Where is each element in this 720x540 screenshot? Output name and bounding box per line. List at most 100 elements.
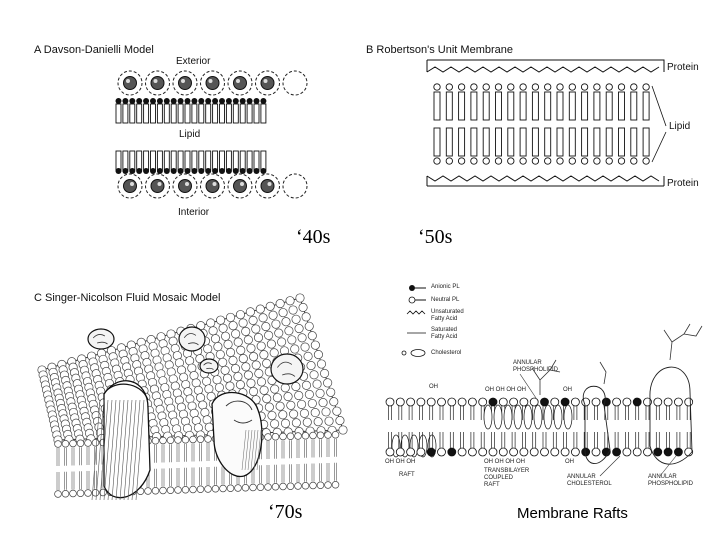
oh-bottom-right: OH <box>565 459 574 465</box>
panel-b-lipid-label: Lipid <box>669 121 691 132</box>
upper-lipid-head-20 <box>253 98 260 104</box>
era-label-70s: ‘70s <box>268 501 303 523</box>
upper-head-23 <box>622 397 632 407</box>
upper-head-14 <box>529 397 539 407</box>
lower-lipid-tail-10 <box>184 150 191 171</box>
upper-lipid-12 <box>580 83 589 91</box>
lower-head-1 <box>395 447 405 457</box>
legend-anionic-pl: Anionic PL <box>431 284 460 290</box>
upper-head-25 <box>643 397 652 407</box>
lower-lipid-11 <box>568 127 576 157</box>
upper-head-13 <box>519 397 529 407</box>
interior-protein-0 <box>117 173 143 199</box>
era-label-50s: ‘50s <box>418 226 453 248</box>
lower-lipid-tail-14 <box>212 150 219 171</box>
lower-lipid-tail-0 <box>115 150 122 171</box>
lower-head-20 <box>591 447 601 457</box>
upper-lipid-10 <box>556 83 564 91</box>
upper-head-1 <box>395 397 405 407</box>
legend-neutral-pl: Neutral PL <box>431 297 460 303</box>
lower-head-14 <box>529 447 539 457</box>
upper-head-3 <box>416 397 426 407</box>
upper-head-12 <box>509 397 518 407</box>
upper-lipid-head-2 <box>129 98 136 104</box>
panel-a-interior-label: Interior <box>178 207 210 218</box>
upper-head-11 <box>498 397 508 407</box>
lower-head-25 <box>643 447 652 457</box>
lower-lipid-tail-6 <box>156 150 163 171</box>
raft-label: RAFT <box>399 472 415 478</box>
interior-protein-4 <box>227 173 253 199</box>
lower-lipid-16 <box>630 127 638 157</box>
lower-head-7 <box>457 447 467 457</box>
raft-cholesterol-upper-7 <box>553 404 563 430</box>
upper-lipid-4 <box>482 83 490 91</box>
upper-lipid-head-0 <box>115 98 122 104</box>
lower-head-5 <box>437 447 446 457</box>
upper-lipid-8 <box>531 83 540 91</box>
upper-lipid-11 <box>568 83 576 91</box>
upper-lipid-13 <box>593 83 601 91</box>
upper-head-5 <box>437 397 446 407</box>
raft-protein-1 <box>582 385 611 464</box>
upper-lipid-head-8 <box>170 98 177 104</box>
lower-lipid-tail-13 <box>205 150 212 171</box>
lower-head-10 <box>488 447 498 457</box>
upper-lipid-head-18 <box>239 98 246 104</box>
oh-top-group: OH OH OH OH <box>485 387 527 393</box>
protein-top-layer <box>427 59 665 66</box>
upper-lipid-2 <box>457 83 466 91</box>
raft-cholesterol-upper-2 <box>503 404 513 430</box>
lower-lipid-15 <box>618 127 625 157</box>
upper-head-10 <box>488 397 498 407</box>
lower-lipid-12 <box>581 127 589 157</box>
lower-lipid-tail-19 <box>246 150 253 171</box>
upper-head-29 <box>684 397 694 407</box>
raft-cholesterol-upper-0 <box>483 404 493 430</box>
lower-head-23 <box>622 447 632 457</box>
lower-lipid-tail-3 <box>136 150 143 171</box>
upper-lipid-head-10 <box>184 98 191 104</box>
upper-head-17 <box>560 397 570 407</box>
upper-lipid-head-17 <box>232 98 239 104</box>
upper-lipid-head-4 <box>143 98 150 104</box>
upper-head-24 <box>632 397 642 407</box>
lower-head-22 <box>612 447 621 457</box>
lower-lipid-10 <box>556 127 564 157</box>
glycan-2 <box>663 323 703 361</box>
transmembrane-protein-large <box>103 380 151 499</box>
lower-head-17 <box>560 447 570 457</box>
upper-lipid-17 <box>642 83 650 91</box>
upper-head-0 <box>385 397 395 407</box>
upper-lipid-7 <box>519 83 527 91</box>
lower-lipid-tail-9 <box>177 150 184 171</box>
lipid-pointer-upper <box>651 85 667 127</box>
lower-lipid-tail-5 <box>150 150 156 171</box>
lower-head-29 <box>684 447 694 457</box>
legend-cholesterol: Cholesterol <box>431 350 462 356</box>
raft-cholesterol-upper-4 <box>523 404 533 430</box>
upper-lipid-head-15 <box>219 98 225 104</box>
lower-head-4 <box>426 447 436 457</box>
bilayer-top-surface <box>41 297 344 441</box>
oh-bottom-left: OH OH OH <box>385 459 416 465</box>
upper-head-26 <box>653 397 663 407</box>
upper-lipid-head-7 <box>163 98 170 104</box>
protein-small-1 <box>87 328 115 350</box>
upper-head-16 <box>550 397 560 407</box>
annular-phospholipid-bottom-label: ANNULAR PHOSPHOLIPID <box>648 474 694 487</box>
raft-cholesterol-lower-2 <box>409 434 419 458</box>
upper-lipid-1 <box>445 83 453 91</box>
lower-lipid-tail-1 <box>122 150 129 171</box>
raft-cholesterol-lower-3 <box>418 434 428 458</box>
lower-lipid-tail-17 <box>232 150 239 171</box>
upper-head-22 <box>612 397 621 407</box>
lower-head-18 <box>571 447 580 457</box>
lower-lipid-tail-12 <box>198 150 205 171</box>
raft-cholesterol-upper-1 <box>493 404 503 430</box>
legend-unsaturated-fatty-acid: Unsaturated Fatty Acid <box>431 309 464 322</box>
lower-lipid-1 <box>445 127 453 157</box>
upper-lipid-head-3 <box>136 98 143 104</box>
upper-lipid-0 <box>433 83 441 91</box>
